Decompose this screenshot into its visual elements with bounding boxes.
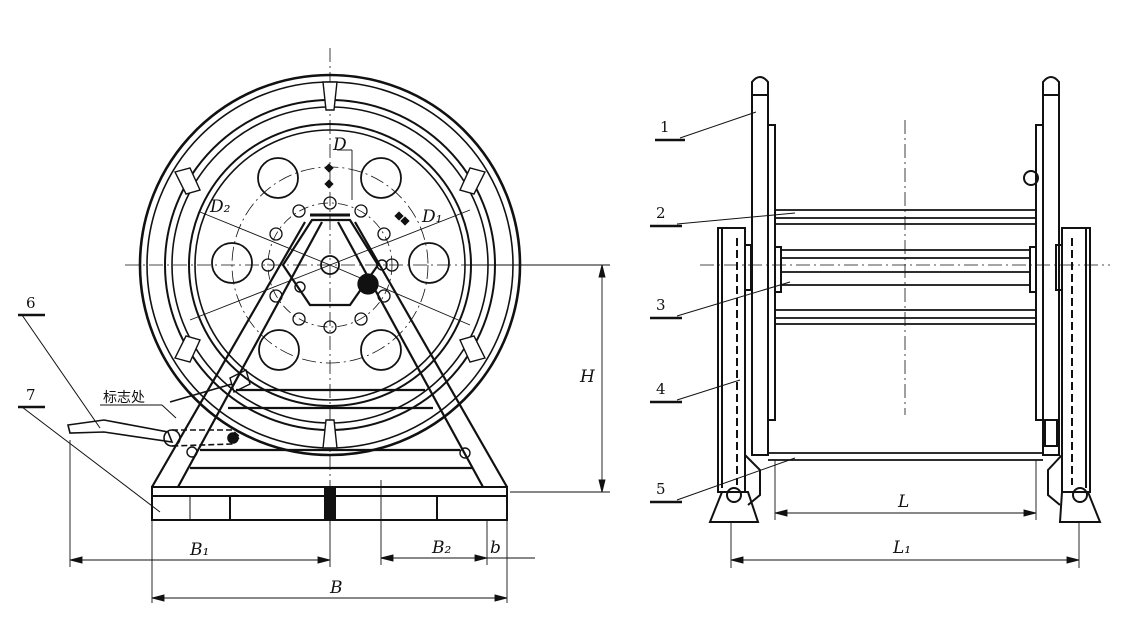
side-centerlines — [700, 120, 1110, 415]
drum-barrel — [768, 209, 1043, 461]
part-number-4: 4 — [656, 380, 666, 398]
part-number-5: 5 — [656, 480, 666, 498]
label-width-b1: B₁ — [189, 540, 209, 560]
label-height-h: H — [579, 367, 596, 387]
right-stand — [1047, 227, 1102, 523]
label-length-l1: L₁ — [892, 538, 911, 558]
part-number-3: 3 — [656, 296, 666, 314]
left-stand — [708, 227, 761, 523]
hub-hexagon — [281, 218, 380, 307]
flange-holes — [211, 157, 450, 371]
label-width-b2: B₂ — [431, 538, 451, 558]
flange-cleats — [173, 81, 487, 449]
side-view — [650, 76, 1110, 568]
bolt-holes — [261, 196, 399, 334]
label-diameter-d: D — [332, 135, 347, 155]
part-number-1: 1 — [660, 118, 670, 136]
tow-bar — [67, 383, 242, 447]
dimension-l — [730, 460, 1080, 568]
diameter-leaders — [189, 149, 471, 326]
label-marking-location: 标志处 — [103, 390, 145, 406]
label-length-l: L — [897, 492, 909, 512]
part-number-6: 6 — [26, 294, 36, 312]
right-flange — [1023, 76, 1060, 456]
label-layer: D D₁ D₂ H B₁ B₂ b B L L₁ — [189, 135, 911, 598]
dimension-base — [69, 440, 535, 603]
front-view — [18, 48, 610, 603]
part-number-2: 2 — [656, 204, 666, 222]
label-width-b-small: b — [490, 538, 501, 558]
part-leaders-front — [18, 313, 177, 513]
left-flange — [751, 76, 782, 456]
dimension-h — [465, 264, 610, 493]
part-number-layer: 6 7 1 2 3 4 5 — [26, 118, 670, 498]
label-diameter-d1: D₁ — [421, 207, 442, 227]
base-skid — [151, 486, 508, 521]
label-diameter-d2: D₂ — [209, 197, 231, 217]
part-leaders-side — [650, 111, 796, 504]
part-number-7: 7 — [26, 386, 36, 404]
label-width-b: B — [329, 578, 343, 598]
a-frame-stand — [151, 213, 508, 488]
